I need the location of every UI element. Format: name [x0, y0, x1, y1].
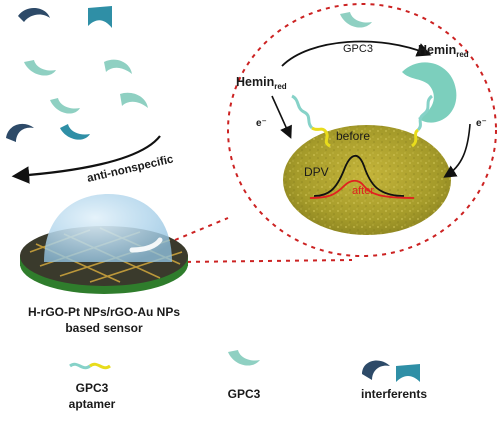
legend: GPC3 aptamer GPC3 interferents: [69, 350, 427, 411]
before-label: before: [336, 129, 370, 143]
binding-arrow: [281, 40, 432, 67]
gpc3-molecule: [120, 92, 148, 108]
hemin-left-label: Heminred: [236, 75, 287, 91]
aptamer-tail-right: [410, 128, 420, 148]
zoom-line-top: [174, 217, 229, 241]
zoom-ellipse: [227, 3, 497, 257]
legend-aptamer-icon: [69, 362, 111, 370]
gpc3-molecule: [50, 98, 80, 114]
electrode-texture: [283, 125, 451, 235]
gpc3-molecule: [340, 12, 372, 28]
interferent-molecule: [18, 7, 50, 22]
anti-nonspecific-arrow: [11, 135, 161, 184]
anti-nonspecific-label: anti-nonspecific: [86, 153, 175, 185]
legend-gpc3-label: GPC3: [228, 387, 261, 401]
interferent-molecule: [6, 123, 34, 142]
aptamer-strand-right: [416, 94, 434, 132]
hemin-right-label: Heminred: [418, 43, 469, 59]
legend-interferents-label: interferents: [361, 387, 427, 401]
electron-arrow-left: [271, 95, 292, 139]
gpc3-molecule: [24, 60, 56, 76]
legend-gpc3-icon: [228, 350, 260, 366]
legend-interferents-icon: [362, 360, 420, 382]
interferent-molecule: [60, 124, 90, 140]
interferent-molecule: [88, 6, 112, 28]
zoom-line-bottom: [177, 259, 353, 263]
aptamer-tail-left: [311, 126, 331, 148]
electron-label-right: e⁻: [476, 118, 487, 129]
sensor-caption-line1: H-rGO-Pt NPs/rGO-Au NPs: [28, 305, 180, 319]
electron-arrow-right: [443, 123, 471, 178]
after-label: after: [352, 185, 374, 197]
sensor-caption-line2: based sensor: [65, 321, 143, 335]
gpc3-molecule: [104, 59, 132, 74]
dpv-before-curve: [313, 155, 405, 197]
dpv-after-curve: [309, 179, 415, 199]
legend-aptamer-line1: GPC3: [76, 381, 109, 395]
bound-gpc3-molecule: [402, 62, 457, 123]
gpc3-top-label: GPC3: [343, 43, 373, 55]
aptamer-strand-left: [291, 94, 314, 130]
sample-droplet: [44, 194, 172, 262]
legend-aptamer-line2: aptamer: [69, 397, 116, 411]
dpv-label: DPV: [304, 165, 329, 179]
electron-label-left: e⁻: [256, 118, 267, 129]
